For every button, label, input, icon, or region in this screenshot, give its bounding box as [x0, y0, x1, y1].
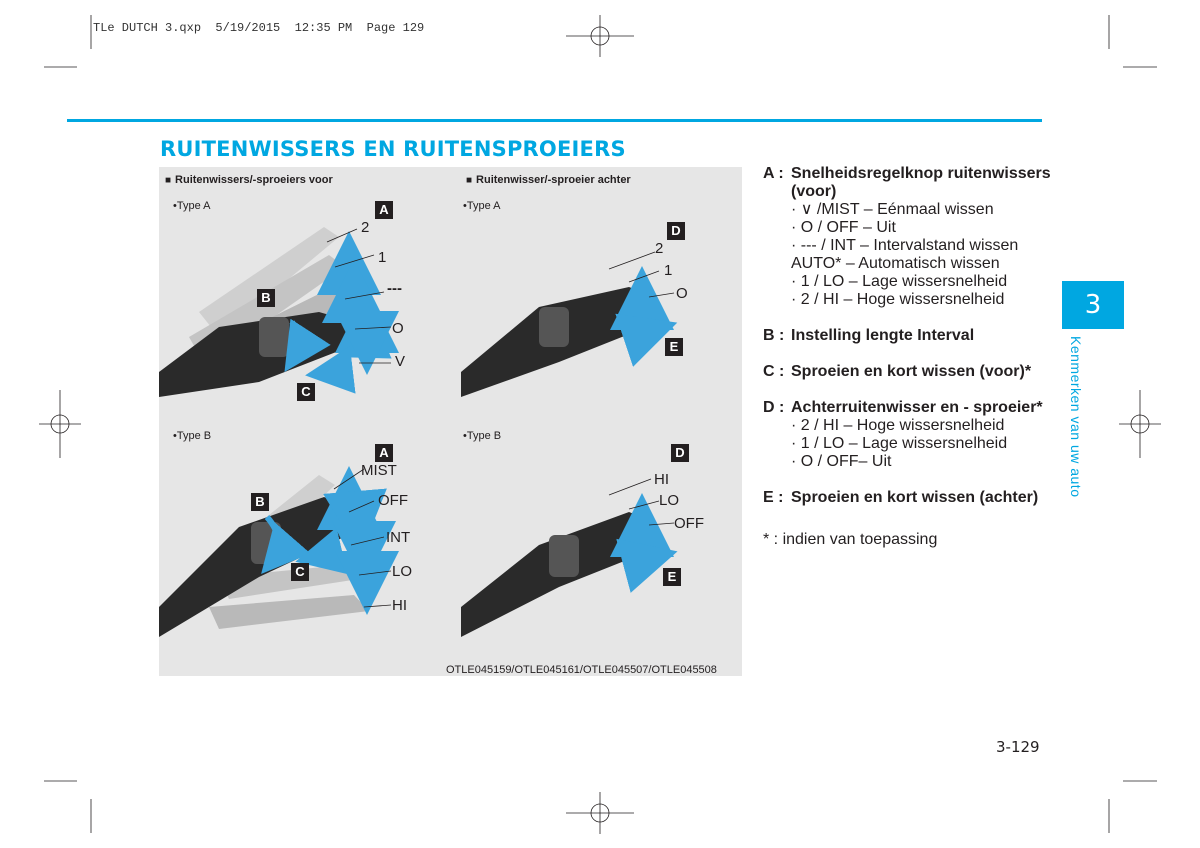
front-a-pos-2: 2: [361, 219, 369, 236]
front-b-pos-off: OFF: [378, 492, 408, 509]
entry-c-key: C :: [763, 363, 791, 381]
entry-a-key: A :: [763, 165, 791, 201]
chapter-name: Kenmerken van uw auto: [1068, 336, 1088, 506]
rear-b-pos-hi: HI: [654, 471, 669, 488]
entry-b-key: B :: [763, 327, 791, 345]
entry-c: C :Sproeien en kort wissen (voor)*: [763, 363, 1063, 381]
entry-a-line: AUTO* – Automatisch wissen: [763, 255, 1063, 273]
callout-b-front: B: [257, 289, 275, 307]
front-a-pos-off: O: [392, 320, 404, 337]
rear-b-stalk: [461, 509, 664, 637]
front-b-pos-int: INT: [386, 529, 410, 546]
front-a-pos-int: ---: [387, 280, 402, 297]
callout-d-rear: D: [667, 222, 685, 240]
wiper-illustration: Ruitenwissers/-sproeiers voor Ruitenwiss…: [159, 167, 742, 676]
footnote: * : indien van toepassing: [763, 531, 1063, 549]
entry-e-key: E :: [763, 489, 791, 507]
rear-b-pos-lo: LO: [659, 492, 679, 509]
entry-a-head: Snelheidsregelknop ruitenwissers (voor): [791, 165, 1063, 201]
entry-d: D :Achterruitenwisser en - sproeier* · 2…: [763, 399, 1063, 471]
entry-e-head: Sproeien en kort wissen (achter): [791, 489, 1038, 507]
rear-a-pos-1: 1: [664, 262, 672, 279]
front-a-stalk: [159, 227, 367, 397]
figure-caption: OTLE045159/OTLE045161/OTLE045507/OTLE045…: [446, 664, 717, 676]
entry-a-line: · 2 / HI – Hoge wissersnelheid: [763, 291, 1063, 309]
front-b-pos-lo: LO: [392, 563, 412, 580]
entry-d-line: · 2 / HI – Hoge wissersnelheid: [763, 417, 1063, 435]
entry-d-line: · 1 / LO – Lage wissersnelheid: [763, 435, 1063, 453]
front-a-pos-mist: V: [395, 353, 405, 370]
callout-a-front: A: [375, 201, 393, 219]
rear-b-pos-off: OFF: [674, 515, 704, 532]
entry-a-line: · 1 / LO – Lage wissersnelheid: [763, 273, 1063, 291]
callout-d-rear-b: D: [671, 444, 689, 462]
callout-e-rear: E: [665, 338, 683, 356]
chapter-name-label: Kenmerken van uw auto: [1068, 336, 1084, 497]
front-a-pos-1: 1: [378, 249, 386, 266]
header-rule: [67, 119, 1042, 122]
page-number: 3-129: [996, 738, 1040, 756]
callout-a-front-b: A: [375, 444, 393, 462]
chapter-number-tab: 3: [1062, 281, 1124, 329]
entry-b: B :Instelling lengte Interval: [763, 327, 1063, 345]
rear-a-stalk: [461, 282, 664, 397]
rear-a-pos-o: O: [676, 285, 688, 302]
entry-a-line: · ∨ /MIST – Eénmaal wissen: [763, 201, 1063, 219]
callout-c-front-b: C: [291, 563, 309, 581]
callout-b-front-b: B: [251, 493, 269, 511]
entry-d-head: Achterruitenwisser en - sproeier*: [791, 399, 1043, 417]
print-slug: TLe DUTCH 3.qxp 5/19/2015 12:35 PM Page …: [93, 21, 424, 35]
entry-d-key: D :: [763, 399, 791, 417]
entry-a-line: · O / OFF – Uit: [763, 219, 1063, 237]
entry-e: E :Sproeien en kort wissen (achter): [763, 489, 1063, 507]
descriptions: A :Snelheidsregelknop ruitenwissers (voo…: [763, 165, 1063, 549]
callout-c-front: C: [297, 383, 315, 401]
entry-a-line: · --- / INT – Intervalstand wissen: [763, 237, 1063, 255]
front-b-pos-hi: HI: [392, 597, 407, 614]
front-b-pos-mist: MIST: [361, 462, 397, 479]
rear-a-pos-2: 2: [655, 240, 663, 257]
callout-e-rear-b: E: [663, 568, 681, 586]
entry-a: A :Snelheidsregelknop ruitenwissers (voo…: [763, 165, 1063, 309]
entry-c-head: Sproeien en kort wissen (voor)*: [791, 363, 1031, 381]
entry-d-line: · O / OFF– Uit: [763, 453, 1063, 471]
page-title: RUITENWISSERS EN RUITENSPROEIERS: [160, 137, 626, 161]
entry-b-head: Instelling lengte Interval: [791, 327, 974, 345]
